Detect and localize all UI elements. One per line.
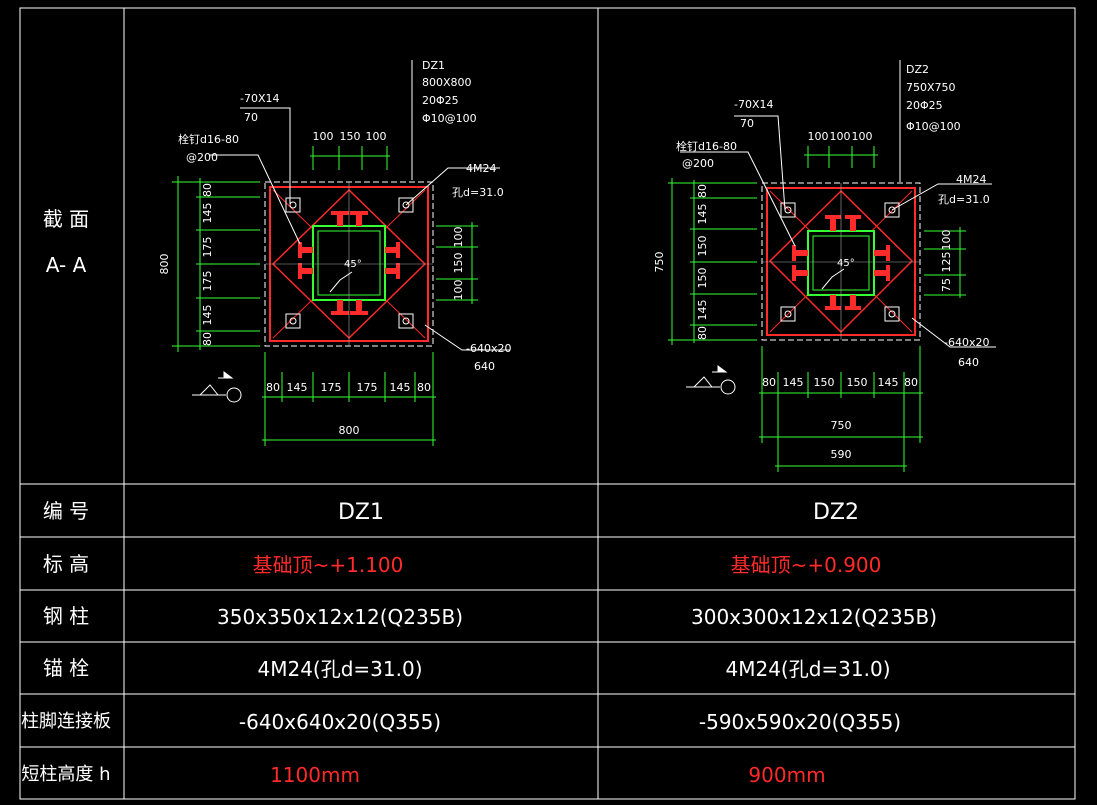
- bolt-label: 4M24: [466, 162, 497, 175]
- dim-label: 80: [762, 376, 776, 389]
- angle-label: 45°: [344, 259, 362, 270]
- bolt-label: 4M24: [956, 173, 987, 186]
- dz1-anchor-bolt: 4M24(孔d=31.0): [257, 657, 422, 681]
- dz2-steel-column: 300x300x12x12(Q235B): [691, 605, 937, 629]
- tag-size: 750X750: [906, 81, 956, 94]
- dim-label: 145: [783, 376, 804, 389]
- dim-label: 80: [417, 381, 431, 394]
- tag-stirrup: Φ10@100: [906, 120, 961, 133]
- dz1-short-column-height: 1100mm: [270, 763, 360, 787]
- dim-label: 145: [287, 381, 308, 394]
- stiffener-label: 70: [740, 117, 754, 130]
- dim-label: 145: [696, 300, 709, 321]
- bolt-label: 孔d=31.0: [452, 186, 504, 199]
- dz1-elevation: 基础顶~+1.100: [253, 553, 404, 577]
- dz2-number: DZ2: [813, 500, 859, 525]
- dim-label: 100: [313, 130, 334, 143]
- stud-label: @200: [186, 151, 218, 164]
- tag-stirrup: Φ10@100: [422, 112, 477, 125]
- anchor-bolts: [780, 202, 900, 322]
- tag-name: DZ2: [906, 63, 929, 76]
- dim-label: 150: [340, 130, 361, 143]
- dim-label: 100: [808, 130, 829, 143]
- dz1-steel-column: 350x350x12x12(Q235B): [217, 605, 463, 629]
- dz1-number: DZ1: [338, 500, 384, 525]
- tag-name: DZ1: [422, 59, 445, 72]
- dim-label: 750: [653, 252, 666, 273]
- dim-label: 175: [201, 237, 214, 258]
- anchor-bolts: [285, 197, 414, 329]
- dim-label: 100: [852, 130, 873, 143]
- shear-studs: [298, 211, 400, 315]
- dim-label: 175: [357, 381, 378, 394]
- stud-label: 栓钉d16-80: [676, 139, 737, 153]
- section-marker: [192, 371, 242, 403]
- dim-label: 150: [452, 253, 465, 274]
- row-label-base-plate: 柱脚连接板: [21, 711, 111, 732]
- shear-studs: [792, 215, 890, 310]
- dim-label: 150: [814, 376, 835, 389]
- row-label-elevation: 标 高: [43, 552, 89, 576]
- stud-label: 栓钉d16-80: [178, 132, 239, 146]
- dim-label: 100: [452, 227, 465, 248]
- dim-label: 80: [201, 183, 214, 197]
- section-label-2: A- A: [46, 253, 87, 277]
- plate-label: -640x20: [466, 342, 511, 355]
- dz2-short-column-height: 900mm: [748, 763, 825, 787]
- dim-label: 150: [696, 268, 709, 289]
- section-label-1: 截 面: [43, 207, 89, 231]
- table-grid: [19, 7, 1076, 800]
- stiffener-label: -70X14: [240, 92, 280, 105]
- dim-label: 100: [830, 130, 851, 143]
- dim-label: 145: [201, 305, 214, 326]
- dim-label: 590: [831, 448, 852, 461]
- dim-label: 800: [339, 424, 360, 437]
- plate-label: -640x20: [944, 336, 989, 349]
- dz2-elevation: 基础顶~+0.900: [731, 553, 882, 577]
- dz2-base-plate: -590x590x20(Q355): [699, 710, 901, 734]
- dim-label: 80: [696, 184, 709, 198]
- concrete-outline: [761, 182, 921, 341]
- dim-label: 80: [266, 381, 280, 394]
- dz2-anchor-bolt: 4M24(孔d=31.0): [725, 657, 890, 681]
- row-label-short-column-height: 短柱高度 h: [21, 764, 110, 785]
- dim-label: 150: [696, 236, 709, 257]
- row-label-anchor-bolt: 锚 栓: [43, 656, 89, 680]
- dim-label: 75: [940, 278, 953, 292]
- dz1-base-plate: -640x640x20(Q355): [239, 710, 441, 734]
- dim-label: 750: [831, 419, 852, 432]
- bolt-label: 孔d=31.0: [938, 193, 990, 206]
- dim-label: 80: [904, 376, 918, 389]
- tag-rebar: 20Φ25: [422, 94, 459, 107]
- dim-label: 150: [847, 376, 868, 389]
- row-label-steel-column: 钢 柱: [43, 604, 89, 628]
- section-marker: [686, 365, 736, 395]
- tag-rebar: 20Φ25: [906, 99, 943, 112]
- stiffener-label: 70: [244, 111, 258, 124]
- dim-label: 145: [201, 203, 214, 224]
- dim-label: 145: [390, 381, 411, 394]
- stiffener-label: -70X14: [734, 98, 774, 111]
- plate-label: 640: [958, 356, 979, 369]
- tag-size: 800X800: [422, 76, 472, 89]
- stud-label: @200: [682, 157, 714, 170]
- section-drawing-dz1: 45° 100 150: [158, 59, 511, 446]
- dim-label: 175: [321, 381, 342, 394]
- dim-label: 100: [366, 130, 387, 143]
- dim-label: 100: [452, 280, 465, 301]
- dim-label: 80: [201, 332, 214, 346]
- angle-label: 45°: [837, 258, 855, 269]
- section-drawing-dz2: 45° 100 10: [653, 60, 996, 472]
- dim-label: 100: [940, 230, 953, 251]
- plate-label: 640: [474, 360, 495, 373]
- dim-label: 175: [201, 271, 214, 292]
- dim-label: 125: [940, 252, 953, 273]
- row-label-number: 编 号: [43, 499, 89, 523]
- dim-label: 800: [158, 254, 171, 275]
- dim-label: 145: [878, 376, 899, 389]
- dim-label: 145: [696, 204, 709, 225]
- dim-label: 80: [696, 326, 709, 340]
